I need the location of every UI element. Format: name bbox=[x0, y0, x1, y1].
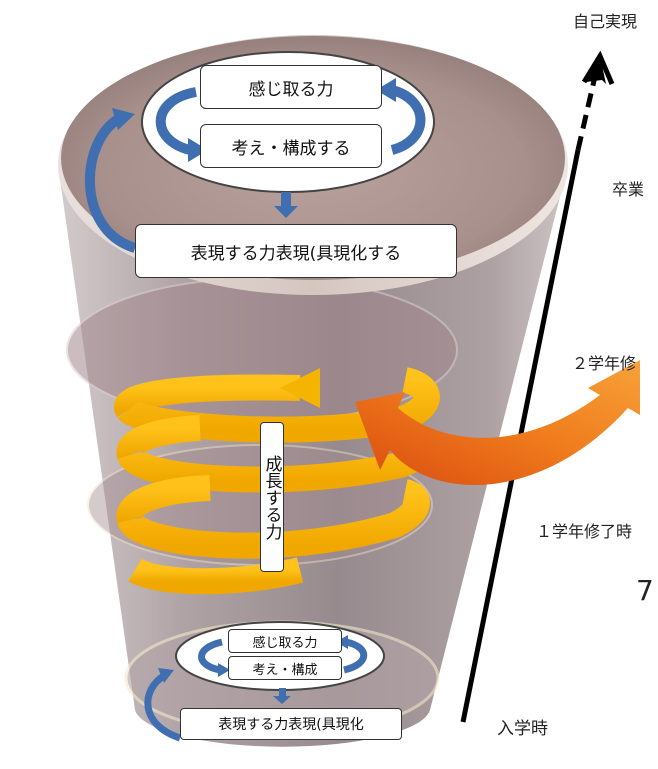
bottom-cycle-arrow-left bbox=[198, 638, 223, 674]
stage-graduation: 卒業 bbox=[612, 180, 645, 199]
top-sense-box: 感じ取る力 bbox=[200, 65, 382, 109]
bottom-cycle-arrowhead-right bbox=[336, 635, 348, 649]
cycle-arrowhead-outer bbox=[112, 108, 135, 130]
spiral-arrowhead bbox=[280, 368, 320, 408]
curved-double-arrow-icon bbox=[355, 360, 640, 486]
stage-second-year: ２学年修 bbox=[572, 354, 637, 373]
cycle-arrowhead-left bbox=[188, 138, 208, 162]
top-express-box: 表現する力表現(具現化する bbox=[135, 224, 457, 278]
bottom-express-box: 表現する力表現(具現化 bbox=[180, 708, 402, 740]
cycle-arrowhead-right bbox=[376, 78, 396, 102]
stage-self-realization: 自己実現 bbox=[573, 12, 638, 31]
growth-label: 成長する力 bbox=[260, 422, 284, 572]
down-arrow-icon bbox=[274, 192, 298, 218]
cycle-arrow-icon bbox=[155, 87, 198, 155]
number-label: 7 bbox=[636, 574, 654, 607]
bottom-down-arrow-icon bbox=[273, 688, 291, 704]
top-think-box: 考え・構成する bbox=[200, 124, 382, 168]
cycle-arrow-outer bbox=[84, 113, 137, 253]
bottom-cycle-arrow-right bbox=[343, 638, 368, 674]
stage-axis-dashed bbox=[575, 71, 599, 151]
bottom-cycle-arrowhead-outer bbox=[158, 668, 174, 683]
cycle-arrow-right bbox=[390, 85, 426, 155]
bottom-cycle-arrowhead-left bbox=[218, 663, 230, 677]
stage-first-year: １学年修了時 bbox=[536, 522, 633, 541]
bottom-think-box: 考え・構成 bbox=[228, 656, 342, 680]
up-arrow-icon-head bbox=[581, 50, 615, 85]
bottom-cycle-arrow-outer bbox=[144, 672, 182, 742]
stage-entry: 入学時 bbox=[497, 719, 548, 739]
bottom-sense-box: 感じ取る力 bbox=[228, 629, 342, 653]
